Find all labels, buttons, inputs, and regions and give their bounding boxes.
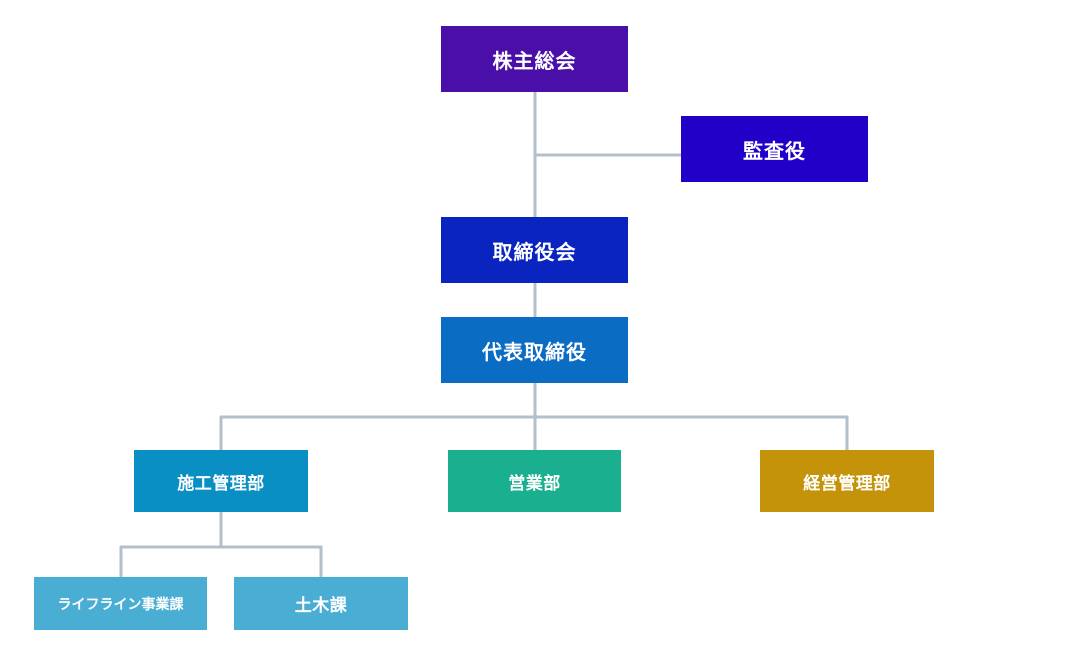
node-shareholders-meeting-label: 株主総会 xyxy=(492,48,577,73)
node-sales-dept: 営業部 xyxy=(448,450,621,512)
node-civil-engineering-section: 土木課 xyxy=(234,577,408,630)
node-representative-director: 代表取締役 xyxy=(441,317,628,383)
node-auditor: 監査役 xyxy=(681,116,868,182)
node-board-of-directors: 取締役会 xyxy=(441,217,628,283)
node-shareholders-meeting: 株主総会 xyxy=(441,26,628,92)
node-lifeline-business-section-label: ライフライン事業課 xyxy=(57,596,184,613)
node-representative-director-label: 代表取締役 xyxy=(482,339,587,364)
node-auditor-label: 監査役 xyxy=(743,138,806,163)
node-lifeline-business-section: ライフライン事業課 xyxy=(34,577,207,630)
node-construction-management-dept: 施工管理部 xyxy=(134,450,308,512)
node-sales-dept-label: 営業部 xyxy=(508,473,561,494)
node-construction-management-dept-label: 施工管理部 xyxy=(177,473,265,494)
node-board-of-directors-label: 取締役会 xyxy=(492,239,577,264)
node-business-management-dept: 経営管理部 xyxy=(760,450,934,512)
node-business-management-dept-label: 経営管理部 xyxy=(803,473,891,494)
node-civil-engineering-section-label: 土木課 xyxy=(294,596,348,616)
